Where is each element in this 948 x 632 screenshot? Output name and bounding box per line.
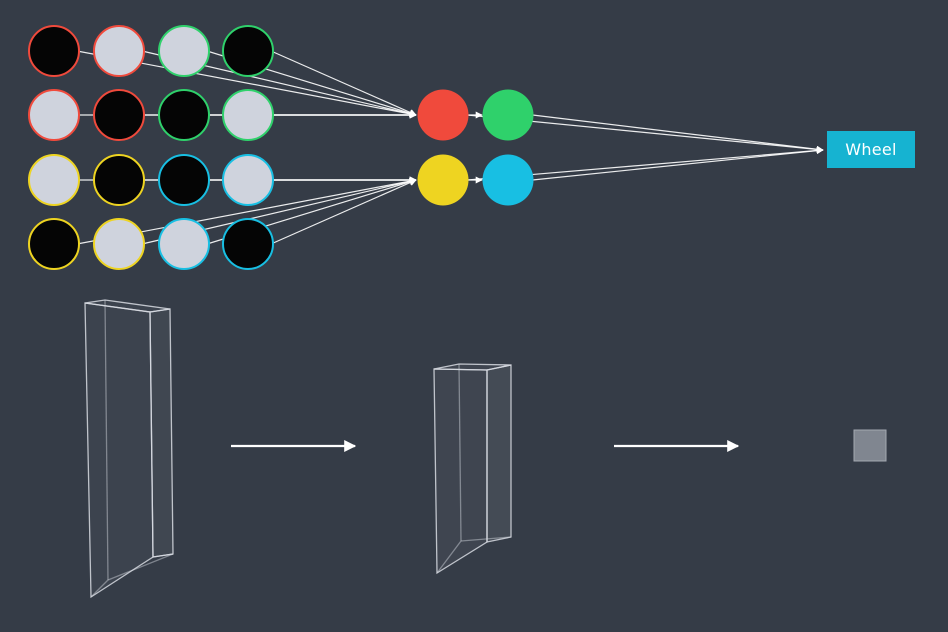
input-node bbox=[158, 154, 210, 206]
input-volume-block bbox=[84, 299, 174, 599]
blue-feature-node bbox=[482, 154, 534, 206]
output-volume-cube bbox=[853, 429, 887, 462]
input-node bbox=[158, 25, 210, 77]
input-node bbox=[28, 89, 80, 141]
input-node bbox=[158, 89, 210, 141]
input-node bbox=[93, 89, 145, 141]
input-node bbox=[93, 25, 145, 77]
hidden-volume-block bbox=[433, 363, 512, 575]
input-node bbox=[28, 25, 80, 77]
output-label-box bbox=[827, 131, 915, 168]
input-node bbox=[93, 218, 145, 270]
feature-nodes bbox=[417, 89, 534, 206]
input-node bbox=[222, 218, 274, 270]
input-node bbox=[158, 218, 210, 270]
input-node bbox=[93, 154, 145, 206]
green-feature-node bbox=[482, 89, 534, 141]
red-feature-node bbox=[417, 89, 469, 141]
feature-to-output-edge bbox=[532, 147, 824, 181]
input-node bbox=[222, 25, 274, 77]
input-node bbox=[28, 154, 80, 206]
output-label: Wheel bbox=[845, 140, 897, 159]
input-edge bbox=[270, 179, 417, 245]
input-node bbox=[28, 218, 80, 270]
yellow-feature-node bbox=[417, 154, 469, 206]
input-edge bbox=[270, 50, 417, 116]
feature-to-output-edge bbox=[532, 114, 824, 153]
connection-arrows bbox=[76, 50, 824, 245]
input-node bbox=[222, 89, 274, 141]
input-node-grid bbox=[28, 25, 274, 270]
input-node bbox=[222, 154, 274, 206]
